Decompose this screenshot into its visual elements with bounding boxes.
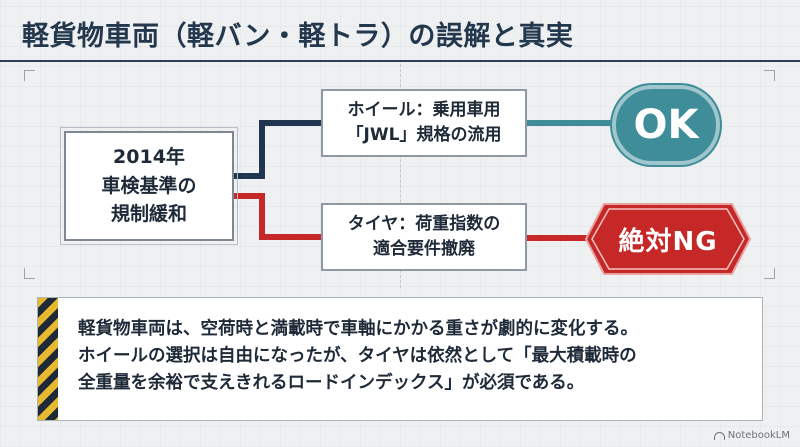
note-line: ホイールの選択は自由になったが、タイヤは依然として「最大積載時の (78, 346, 637, 367)
connector-to-tire (234, 193, 321, 240)
notebooklm-icon (713, 431, 725, 440)
corner-mark-bottom-right (764, 268, 775, 279)
center-guide-line (400, 64, 401, 288)
tire-line: 適合要件撤廃 (373, 239, 475, 259)
notebooklm-watermark: NotebookLM (713, 430, 790, 441)
title-divider (0, 60, 800, 62)
source-line: 2014年 (113, 146, 185, 169)
source-line: 規制緩和 (110, 203, 187, 226)
ok-badge: OK (612, 85, 720, 165)
ng-badge: 絶対NG (584, 202, 752, 276)
wheel-line: 「JWL」規格の流用 (346, 125, 502, 145)
ng-badge-shape (584, 203, 752, 275)
note-box: 軽貨物車両は、空荷時と満載時で車軸にかかる重さが劇的に変化する。 ホイールの選択… (37, 297, 763, 421)
wheel-line: ホイール：乗用車用 (347, 100, 501, 121)
tire-line: タイヤ：荷重指数の (347, 214, 501, 235)
page-title: 軽貨物車両（軽バン・軽トラ）の誤解と真実 (22, 21, 574, 52)
tire-box: タイヤ：荷重指数の 適合要件撤廃 (321, 203, 527, 271)
note-text: 軽貨物車両は、空荷時と満載時で車軸にかかる重さが劇的に変化する。 ホイールの選択… (78, 316, 754, 397)
note-line: 軽貨物車両は、空荷時と満載時で車軸にかかる重さが劇的に変化する。 (78, 319, 638, 339)
watermark-text: NotebookLM (727, 430, 790, 441)
corner-mark-top-right (764, 70, 775, 81)
hazard-stripe (38, 298, 58, 420)
ng-badge-label: 絶対NG (618, 226, 718, 257)
corner-mark-top-left (24, 70, 35, 81)
source-box-regulation: 2014年 車検基準の 規制緩和 (60, 127, 238, 245)
connector-to-wheel (234, 120, 321, 179)
note-line: 全重量を余裕で支えきれるロードインデックス」が必須である。 (78, 373, 585, 394)
wheel-box: ホイール：乗用車用 「JWL」規格の流用 (321, 89, 527, 157)
corner-mark-bottom-left (24, 268, 35, 279)
source-line: 車検基準の (101, 174, 197, 197)
